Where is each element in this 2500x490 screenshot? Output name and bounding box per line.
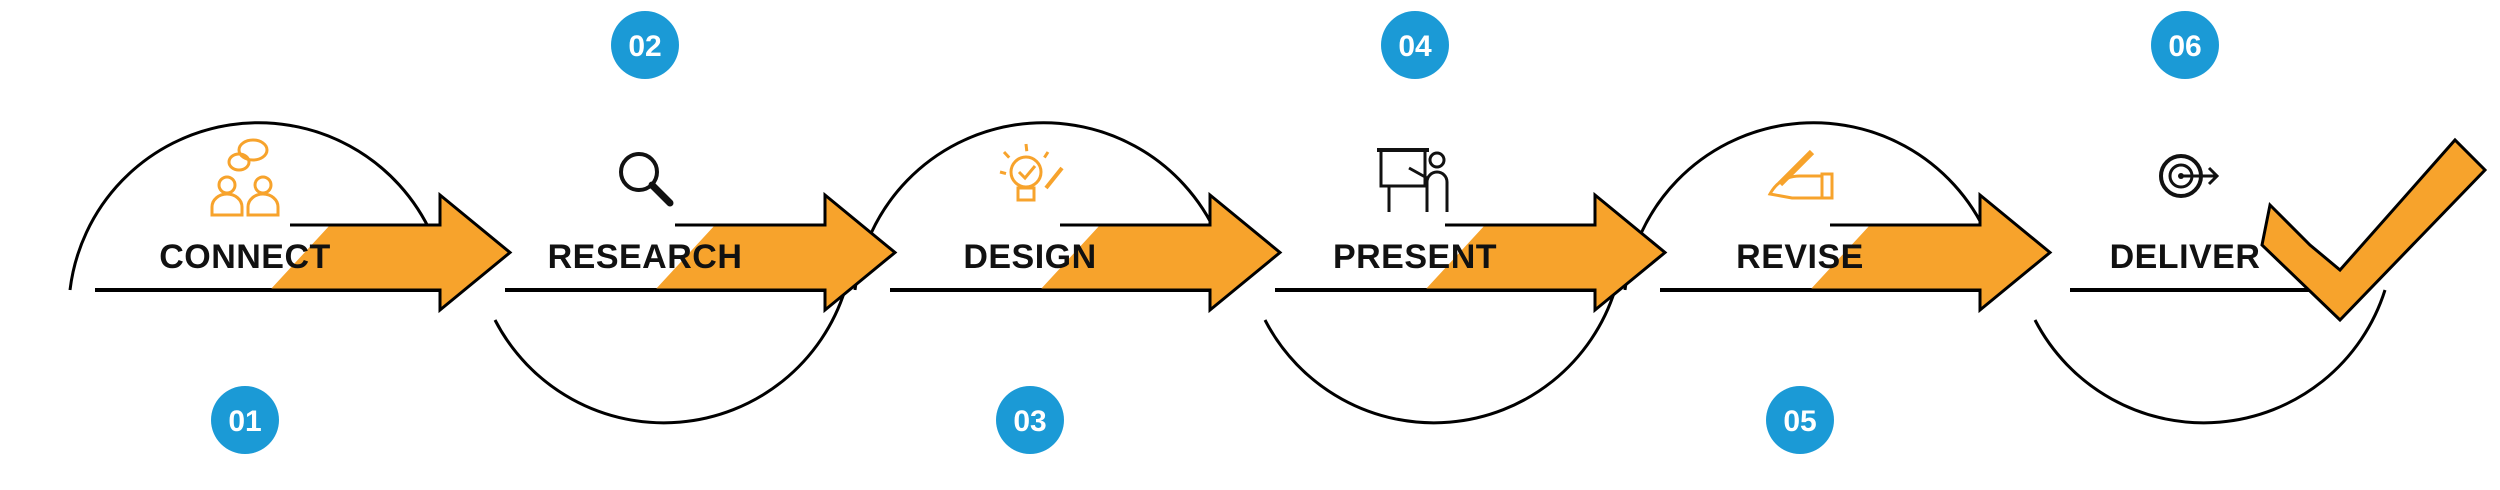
step-icons bbox=[210, 138, 2220, 217]
step-label: DELIVER bbox=[2110, 238, 2261, 276]
step-number-badge: 03 bbox=[996, 386, 1064, 454]
step-label: REVISE bbox=[1736, 238, 1864, 276]
badge-circle bbox=[1381, 11, 1449, 79]
number-badges: 01 02 03 04 05 06 bbox=[211, 11, 2219, 454]
final-check bbox=[2260, 137, 2488, 323]
badge-circle bbox=[2151, 11, 2219, 79]
loop-arc bbox=[2033, 289, 2387, 425]
flow-arrow bbox=[1040, 191, 1283, 314]
step-label: RESEARCH bbox=[548, 238, 743, 276]
loop-connectors bbox=[68, 121, 2387, 425]
arrow-outline bbox=[1040, 191, 1283, 314]
step-number: 04 bbox=[1398, 30, 1432, 63]
arrow-fill bbox=[1425, 195, 1665, 310]
lightbulb-check-icon bbox=[999, 143, 1064, 202]
arrow-fill bbox=[1810, 195, 2050, 310]
arrow-outline bbox=[655, 191, 898, 314]
flow-arrow bbox=[655, 191, 898, 314]
people-chat-icon bbox=[210, 138, 280, 217]
badge-circle bbox=[1766, 386, 1834, 454]
flow-arrow bbox=[1425, 191, 1668, 314]
badge-circle bbox=[211, 386, 279, 454]
hand-pencil-icon bbox=[1767, 149, 1834, 200]
checkmark-icon bbox=[2260, 137, 2488, 323]
step-label: DESIGN bbox=[963, 238, 1096, 276]
loop-arc bbox=[493, 289, 847, 425]
arrow-fill bbox=[270, 195, 510, 310]
arrow-outline bbox=[270, 191, 513, 314]
step-number-badge: 05 bbox=[1766, 386, 1834, 454]
magnifier-icon bbox=[619, 152, 674, 207]
loop-arc bbox=[68, 121, 434, 291]
loop-arc bbox=[1263, 289, 1617, 425]
arrow-fill bbox=[1040, 195, 1280, 310]
step-number-badge: 02 bbox=[611, 11, 679, 79]
step-number: 03 bbox=[1013, 405, 1046, 438]
badge-circle bbox=[996, 386, 1064, 454]
arrow-outline bbox=[1810, 191, 2053, 314]
badge-circle bbox=[611, 11, 679, 79]
arrow-fill bbox=[655, 195, 895, 310]
step-labels: CONNECT RESEARCH DESIGN PRESENT REVISE DELIVE… bbox=[159, 238, 2260, 276]
loop-arc bbox=[853, 121, 1219, 291]
loop-arc bbox=[1623, 121, 1989, 291]
step-number: 06 bbox=[2168, 30, 2201, 63]
target-arrow-icon bbox=[2159, 154, 2220, 198]
step-number: 05 bbox=[1783, 405, 1816, 438]
arrow-outline bbox=[1425, 191, 1668, 314]
step-number: 01 bbox=[228, 405, 261, 438]
step-number: 02 bbox=[628, 30, 661, 63]
step-number-badge: 01 bbox=[211, 386, 279, 454]
step-number-badge: 04 bbox=[1381, 11, 1449, 79]
step-label: PRESENT bbox=[1333, 238, 1497, 276]
flow-arrow bbox=[1810, 191, 2053, 314]
presenter-board-icon bbox=[1377, 148, 1449, 212]
step-label: CONNECT bbox=[159, 238, 331, 276]
step-number-badge: 06 bbox=[2151, 11, 2219, 79]
flow-arrow bbox=[270, 191, 513, 314]
arrows bbox=[270, 191, 2053, 314]
